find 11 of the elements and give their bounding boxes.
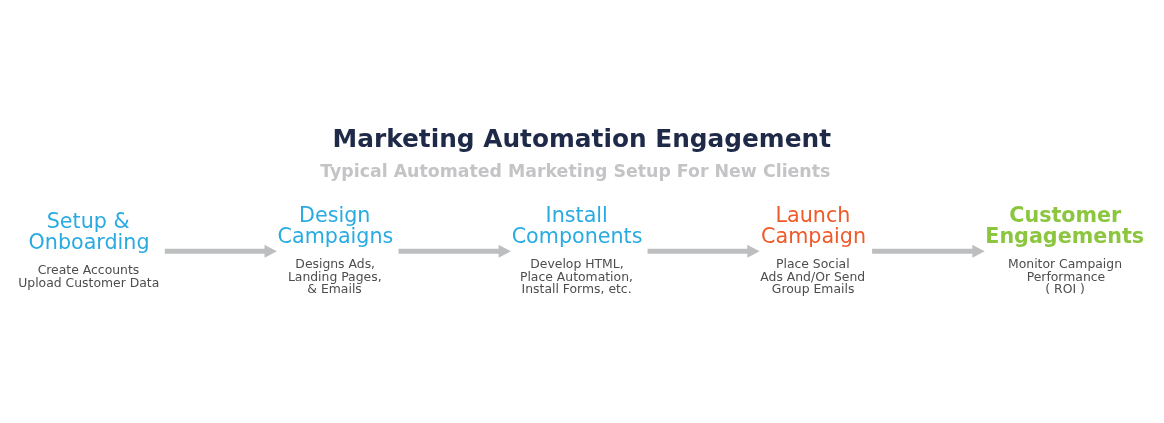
arrow — [872, 244, 985, 258]
node-text: Design Campaigns Designs Ads, Landing Pages, & Emails — [277, 202, 394, 296]
node-text: Launch Campaign Place Social Ads And/Or Send Group Emails — [760, 202, 867, 296]
arrow — [398, 244, 511, 258]
node-text: Install Components Develop HTML, Place Automation, Install Forms, etc. — [511, 202, 643, 296]
node-text: Customer Engagements Monitor Campaign Performance ( ROI ) — [985, 202, 1145, 296]
diagram-title: Marketing Automation Engagement — [332, 123, 832, 153]
arrow — [164, 244, 277, 258]
arrow — [647, 244, 760, 258]
node-text: Setup & Onboarding Create Accounts Upload Customer Data — [18, 208, 160, 290]
label: Typical Automated Marketing Setup For New Clients — [320, 160, 831, 181]
